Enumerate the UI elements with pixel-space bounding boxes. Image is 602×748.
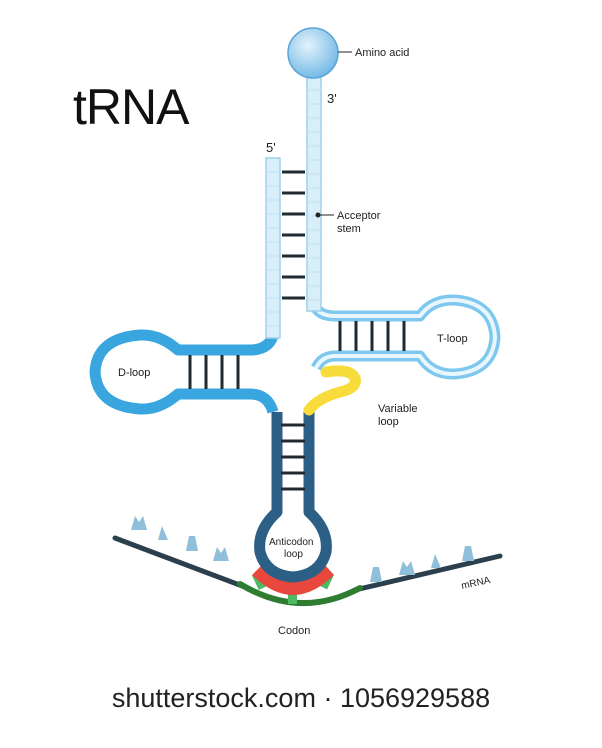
label-d-loop: D-loop <box>118 367 150 379</box>
label-acceptor-stem-line2: stem <box>337 223 361 235</box>
label-acceptor-stem-line1: Acceptor <box>337 210 381 222</box>
page-title: tRNA <box>73 79 189 135</box>
mrna-strand <box>112 535 503 606</box>
label-anticodon-loop-line2: loop <box>284 549 303 560</box>
label-mrna: mRNA <box>460 575 491 592</box>
label-amino-acid: Amino acid <box>355 47 409 59</box>
mrna-bases <box>131 516 474 582</box>
label-variable-loop-line1: Variable <box>378 403 418 415</box>
label-t-loop: T-loop <box>437 333 468 345</box>
variable-loop <box>303 365 361 416</box>
acceptor-stem <box>265 74 322 339</box>
amino-acid-sphere <box>287 27 339 79</box>
codon-base-pairs <box>251 565 334 604</box>
anticodon-arm <box>254 412 332 583</box>
label-codon: Codon <box>278 625 310 637</box>
label-five-prime: 5' <box>266 140 276 155</box>
d-arm <box>89 329 279 415</box>
label-leaders <box>315 51 352 218</box>
label-anticodon-loop-line1: Anticodon <box>269 537 313 548</box>
label-variable-loop-line2: loop <box>378 416 399 428</box>
watermark-text: shutterstock.com · 1056929588 <box>111 683 491 713</box>
label-three-prime: 3' <box>327 91 337 106</box>
t-arm <box>308 294 501 380</box>
codon-strand <box>237 581 363 606</box>
